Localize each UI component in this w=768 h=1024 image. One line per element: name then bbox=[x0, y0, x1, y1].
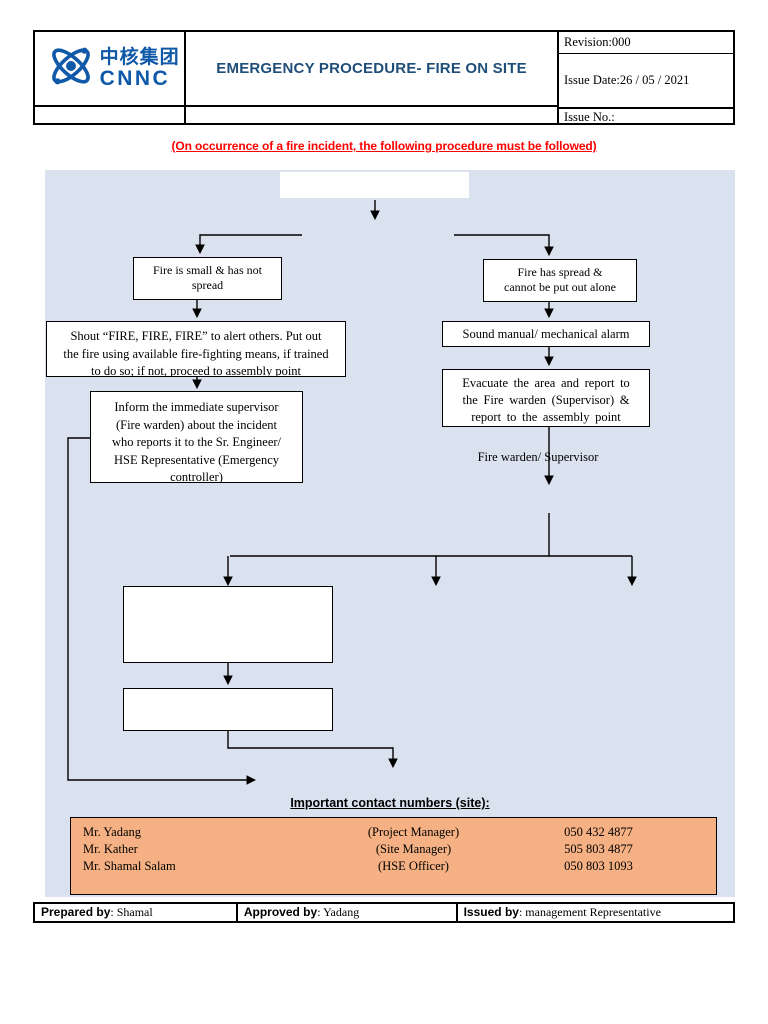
header-table: 中核集团 CNNC EMERGENCY PROCEDURE- FIRE ON S… bbox=[33, 30, 735, 125]
issued-by-label: Issued by bbox=[463, 905, 519, 919]
revision-text: Revision:000 bbox=[559, 32, 733, 54]
contact-role: (Project Manager) bbox=[367, 825, 460, 839]
issued-by-value: : management Representative bbox=[518, 905, 661, 919]
revision-cell: Revision:000 Issue Date:26 / 05 / 2021 I… bbox=[559, 32, 733, 124]
empty-flow-box-1 bbox=[123, 586, 333, 663]
contact-role: (HSE Officer) bbox=[378, 859, 449, 873]
issue-date-text: Issue Date:26 / 05 / 2021 bbox=[564, 73, 690, 87]
header-empty-cell-left bbox=[35, 105, 185, 123]
flowchart-connectors bbox=[67, 200, 637, 785]
contacts-heading: Important contact numbers (site): bbox=[290, 796, 490, 810]
contact-phone: 505 803 4877 bbox=[564, 842, 633, 856]
flowchart-area: Fire is small & has not spread Fire has … bbox=[45, 170, 735, 897]
approved-by-value: : Yadang bbox=[317, 905, 360, 919]
empty-flow-box-2 bbox=[123, 688, 333, 731]
contact-row: Mr. Kather (Site Manager) 505 803 4877 bbox=[71, 841, 716, 858]
fire-spread-box: Fire has spread & cannot be put out alon… bbox=[483, 259, 637, 302]
flow-start-box bbox=[280, 172, 469, 198]
issue-no-text: Issue No.: bbox=[559, 107, 733, 124]
footer-table: Prepared by: Shamal Approved by: Yadang … bbox=[33, 902, 735, 923]
prepared-by-value: : Shamal bbox=[110, 905, 153, 919]
procedure-notice: (On occurrence of a fire incident, the f… bbox=[171, 139, 597, 153]
contact-name: Mr. Shamal Salam bbox=[83, 859, 176, 873]
approved-by-cell: Approved by: Yadang bbox=[238, 904, 458, 921]
logo-text: 中核集团 CNNC bbox=[100, 48, 180, 89]
contact-phone: 050 803 1093 bbox=[564, 859, 633, 873]
title-cell: EMERGENCY PROCEDURE- FIRE ON SITE bbox=[186, 32, 559, 123]
fire-small-box: Fire is small & has not spread bbox=[133, 257, 282, 300]
atom-icon bbox=[44, 38, 98, 99]
issued-by-cell: Issued by: management Representative bbox=[458, 904, 733, 921]
document-title: EMERGENCY PROCEDURE- FIRE ON SITE bbox=[216, 60, 527, 77]
logo-chinese: 中核集团 bbox=[99, 47, 180, 68]
contact-name: Mr. Yadang bbox=[83, 825, 141, 839]
contact-row: Mr. Shamal Salam (HSE Officer) 050 803 1… bbox=[71, 858, 716, 875]
header-empty-cell-middle bbox=[186, 105, 557, 123]
prepared-by-cell: Prepared by: Shamal bbox=[35, 904, 238, 921]
contacts-panel: Mr. Yadang (Project Manager) 050 432 487… bbox=[70, 817, 717, 895]
contact-name: Mr. Kather bbox=[83, 842, 138, 856]
shout-fire-box: Shout “FIRE, FIRE, FIRE” to alert others… bbox=[46, 321, 346, 377]
prepared-by-label: Prepared by bbox=[41, 905, 111, 919]
logo-latin: CNNC bbox=[99, 67, 171, 90]
contact-row: Mr. Yadang (Project Manager) 050 432 487… bbox=[71, 824, 716, 841]
approved-by-label: Approved by bbox=[243, 905, 318, 919]
evacuate-box: Evacuate the area and report to the Fire… bbox=[442, 369, 650, 427]
contact-role: (Site Manager) bbox=[375, 842, 452, 856]
fire-warden-label: Fire warden/ Supervisor bbox=[477, 450, 599, 464]
logo-cell: 中核集团 CNNC bbox=[35, 32, 187, 123]
inform-supervisor-box: Inform the immediate supervisor (Fire wa… bbox=[90, 391, 303, 483]
cnnc-logo: 中核集团 CNNC bbox=[40, 38, 180, 99]
sound-alarm-box: Sound manual/ mechanical alarm bbox=[442, 321, 650, 347]
contact-phone: 050 432 4877 bbox=[564, 825, 633, 839]
